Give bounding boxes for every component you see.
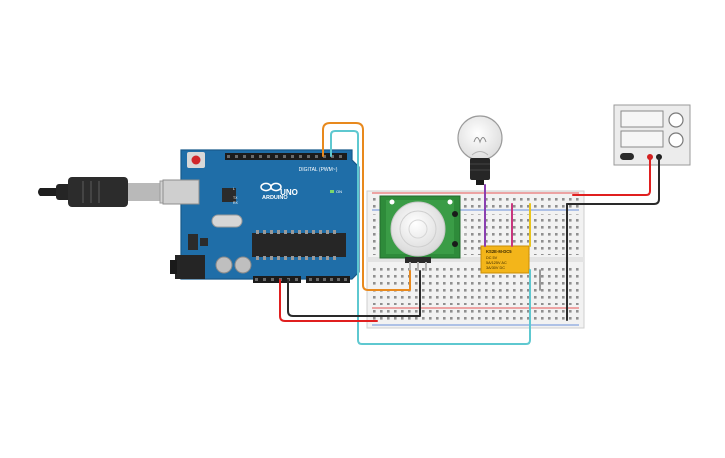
analog-header[interactable] [306,276,350,283]
power-label: POWER [272,287,291,293]
lower-terminal-strip[interactable] [372,264,579,305]
arduino-infinity-logo-icon [260,182,282,192]
wire-cyan[interactable] [330,130,531,345]
tx-label: TX [233,196,238,200]
wire-red-supply[interactable] [572,156,651,196]
light-bulb-icon[interactable] [457,115,503,185]
pir-label-right: T1 SENSE [462,220,466,238]
analog-label: ANALOG IN [315,287,343,293]
power-jack [175,255,205,279]
l-label: L [233,187,235,191]
relay-part-label: KS2E-M-DC5 [486,249,512,254]
pir-label-left: VOUT GND [376,224,380,243]
arduino-uno-board[interactable]: DIGITAL (PWM~) UNO ARDUINO ON TX RX L PO… [162,149,360,293]
wire-black-arduino[interactable] [287,270,421,317]
power-header[interactable] [253,276,301,283]
on-led [330,190,334,193]
relay-voltage-label: DC 5V [486,256,498,260]
relay-module[interactable]: KS2E-M-DC5 DC 5V 5A/125V AC 3A/30V DC [480,245,530,274]
usb-jack [162,179,200,205]
arduino-logo-text: ARDUINO [262,195,288,201]
atmega-chip [252,233,346,257]
relay-dc-rating: 3A/30V DC [486,266,505,270]
relay-ac-rating: 5A/125V AC [486,261,507,265]
current-knob[interactable] [668,132,684,148]
voltage-display [620,110,664,128]
bottom-power-rail[interactable] [372,309,579,324]
power-supply-icon[interactable] [613,104,691,166]
power-switch[interactable] [620,153,634,160]
digital-label: DIGITAL (PWM~) [299,167,338,173]
uno-label: UNO [280,188,298,197]
wire-black-supply[interactable] [566,156,660,205]
wire-orange[interactable] [322,122,411,291]
rx-label: RX [233,201,239,205]
current-display [620,130,664,148]
voltage-knob[interactable] [668,112,684,128]
pir-dome [390,201,446,257]
on-label: ON [336,189,342,194]
wire-red-arduino[interactable] [279,279,378,322]
pir-sensor[interactable]: VOUT GND T1 SENSE [376,195,466,271]
